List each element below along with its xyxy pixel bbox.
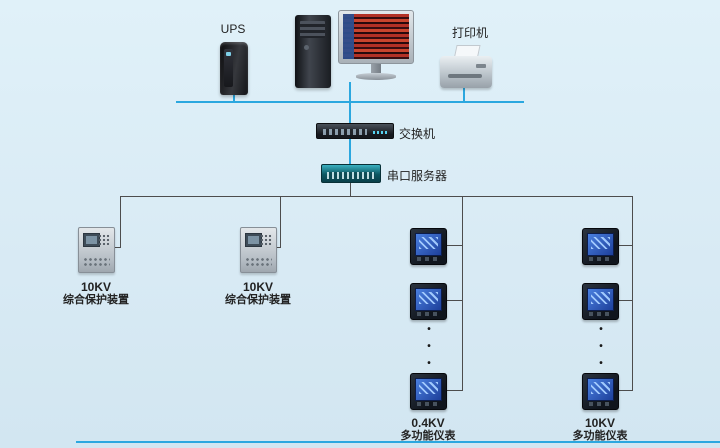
printer-link-line	[463, 88, 465, 101]
server-ports	[327, 172, 375, 179]
power-meter	[410, 228, 447, 265]
meter-buttons	[417, 312, 441, 316]
network-switch	[316, 123, 394, 139]
meter-column-2-voltage: 10KV	[584, 416, 616, 430]
meter-2c-stub-line	[619, 390, 633, 391]
protection-1-drop-line	[120, 196, 121, 248]
field-bus-line	[120, 196, 633, 197]
meter-buttons	[589, 257, 613, 261]
printer-label: 打印机	[451, 26, 488, 40]
printer-device	[440, 45, 492, 88]
switch-uplink-line	[349, 103, 351, 123]
top-network-bus-line	[176, 101, 524, 103]
meter-lcd	[587, 378, 614, 401]
meter-1b-stub-line	[447, 300, 463, 301]
monitor-screen	[343, 14, 409, 59]
meter-column-1-riser-line	[462, 196, 463, 391]
meter-column-2-riser-line	[632, 196, 633, 391]
relay-keypad	[98, 234, 110, 245]
protection-1-name: 综合保护装置	[63, 294, 129, 306]
protection-relay-1	[78, 227, 115, 273]
protection-2-stub-line	[276, 247, 281, 248]
server-downlink-line	[350, 183, 351, 196]
more-devices-ellipsis: • • •	[596, 325, 606, 369]
ups-status-led	[226, 52, 231, 56]
power-meter	[410, 283, 447, 320]
monitor-base	[356, 73, 396, 80]
meter-lcd	[415, 378, 442, 401]
power-meter	[582, 228, 619, 265]
power-meter	[582, 373, 619, 410]
switch-to-server-line	[349, 139, 351, 164]
serial-server-label: 串口服务器	[387, 169, 448, 183]
printer-body	[440, 56, 492, 88]
meter-2a-stub-line	[619, 245, 633, 246]
protection-relay-2	[240, 227, 277, 273]
protection-1-stub-line	[114, 247, 121, 248]
tower-drive-bays	[300, 21, 325, 38]
printer-output-slot	[448, 74, 482, 78]
ups-link-line	[233, 94, 235, 101]
meter-buttons	[417, 257, 441, 261]
switch-label: 交换机	[399, 127, 436, 141]
meter-2b-stub-line	[619, 300, 633, 301]
ups-front-panel	[224, 49, 233, 87]
ellipsis-dot: •	[599, 324, 603, 335]
ellipsis-dot: •	[599, 358, 603, 369]
meter-lcd	[587, 233, 614, 256]
switch-leds	[373, 131, 387, 134]
bottom-rule-line	[76, 441, 720, 443]
relay-button-row	[83, 257, 110, 267]
monitor-neck	[371, 64, 381, 73]
switch-ports	[323, 129, 367, 135]
meter-1c-stub-line	[447, 390, 463, 391]
ellipsis-dot: •	[427, 358, 431, 369]
relay-button-row	[245, 257, 272, 267]
more-devices-ellipsis: • • •	[424, 325, 434, 369]
meter-buttons	[589, 402, 613, 406]
relay-keypad	[260, 234, 272, 245]
power-meter	[410, 373, 447, 410]
ellipsis-dot: •	[599, 341, 603, 352]
meter-1a-stub-line	[447, 245, 463, 246]
power-meter	[582, 283, 619, 320]
meter-lcd	[415, 233, 442, 256]
meter-lcd	[587, 288, 614, 311]
protection-2-voltage: 10KV	[242, 280, 274, 294]
meter-column-2-label: 10KV 多功能仪表	[560, 417, 640, 443]
meter-column-2-name: 多功能仪表	[572, 430, 628, 442]
protection-relay-1-label: 10KV 综合保护装置	[56, 281, 136, 307]
ellipsis-dot: •	[427, 341, 431, 352]
meter-buttons	[589, 312, 613, 316]
ellipsis-dot: •	[427, 324, 431, 335]
computer-monitor	[338, 10, 414, 81]
protection-2-drop-line	[280, 196, 281, 248]
tower-power-button	[304, 45, 309, 50]
meter-column-1-voltage: 0.4KV	[411, 416, 445, 430]
meter-buttons	[417, 402, 441, 406]
computer-link-line	[349, 82, 351, 101]
meter-column-1-label: 0.4KV 多功能仪表	[388, 417, 468, 443]
protection-relay-2-label: 10KV 综合保护装置	[218, 281, 298, 307]
ups-device	[220, 42, 248, 95]
meter-column-1-name: 多功能仪表	[400, 430, 456, 442]
meter-lcd	[415, 288, 442, 311]
serial-port-server	[321, 164, 381, 183]
ups-label: UPS	[220, 22, 246, 36]
computer-tower	[295, 15, 331, 88]
protection-2-name: 综合保护装置	[225, 294, 291, 306]
protection-1-voltage: 10KV	[80, 280, 112, 294]
printer-control-panel	[476, 64, 486, 68]
